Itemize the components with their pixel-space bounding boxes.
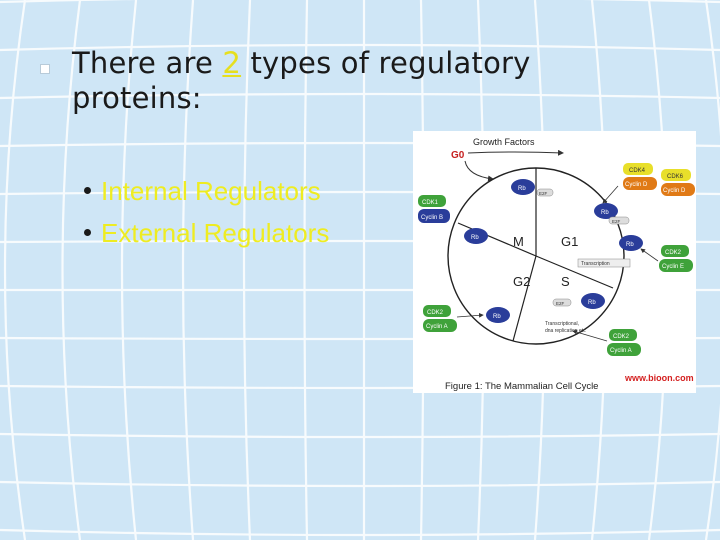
svg-text:Cyclin D: Cyclin D bbox=[663, 188, 686, 194]
arrow-icon bbox=[456, 312, 484, 318]
rb-protein-icon: Rb bbox=[464, 228, 488, 244]
growth-arrow-icon bbox=[467, 149, 564, 156]
svg-text:CDK2: CDK2 bbox=[665, 250, 682, 256]
bullet-external-regulators: External Regulators bbox=[84, 218, 329, 248]
watermark-text: www.bioon.com bbox=[624, 373, 694, 383]
svg-text:E2F: E2F bbox=[612, 219, 621, 224]
svg-text:Cyclin B: Cyclin B bbox=[421, 215, 443, 221]
svg-text:Cyclin D: Cyclin D bbox=[625, 182, 648, 188]
rb-protein-icon: Rb E2F bbox=[552, 293, 605, 309]
phase-g2-label: G2 bbox=[513, 274, 530, 289]
transcription-note-line2: dna replication etc bbox=[545, 328, 586, 334]
cycle-divider bbox=[535, 255, 614, 289]
rb-protein-icon: Rb E2F bbox=[511, 179, 554, 197]
svg-text:Cyclin E: Cyclin E bbox=[662, 264, 684, 270]
svg-text:E2F: E2F bbox=[539, 191, 548, 196]
cdk1-cyclin-b-complex: CDK1 Cyclin B bbox=[418, 195, 450, 223]
phase-g1-label: G1 bbox=[561, 234, 578, 249]
rb-protein-icon: Rb bbox=[486, 307, 510, 323]
svg-text:Rb: Rb bbox=[588, 300, 596, 306]
bullet-dot-icon bbox=[84, 228, 91, 236]
cell-cycle-diagram: Growth Factors G0 M G1 G2 S CDK1 Cyclin … bbox=[418, 137, 695, 392]
cell-cycle-figure: Growth Factors G0 M G1 G2 S CDK1 Cyclin … bbox=[413, 131, 696, 393]
svg-text:Transcription: Transcription bbox=[581, 261, 610, 267]
cdk6-cyclin-d-complex: CDK6 Cyclin D bbox=[661, 169, 695, 196]
arrow-icon bbox=[640, 248, 659, 262]
bullet-dot-icon bbox=[84, 186, 91, 194]
phase-s-label: S bbox=[561, 274, 570, 289]
cycle-divider bbox=[457, 222, 537, 257]
transcription-label: Transcription bbox=[577, 258, 631, 268]
phase-m-label: M bbox=[513, 234, 524, 249]
g0-label: G0 bbox=[451, 150, 465, 161]
svg-text:E2F: E2F bbox=[556, 301, 565, 306]
rb-protein-icon: Rb E2F bbox=[594, 203, 630, 225]
svg-text:CDK2: CDK2 bbox=[613, 334, 630, 340]
svg-text:Rb: Rb bbox=[518, 186, 526, 192]
arrow-icon bbox=[572, 329, 608, 342]
cdk2-cyclin-e-complex: CDK2 Cyclin E bbox=[659, 245, 693, 272]
bullet-label: External Regulators bbox=[101, 218, 330, 248]
svg-text:CDK2: CDK2 bbox=[427, 310, 444, 316]
title-text-part2: types of regulatory proteins: bbox=[72, 46, 531, 115]
slide-title: There are 2 types of regulatory proteins… bbox=[72, 46, 632, 116]
title-text-part1: There are bbox=[72, 46, 223, 80]
svg-text:CDK6: CDK6 bbox=[667, 174, 684, 180]
g0-return-arrow-icon bbox=[464, 160, 494, 182]
svg-text:Cyclin A: Cyclin A bbox=[610, 348, 632, 354]
cdk2-cyclin-a-complex-left: CDK2 Cyclin A bbox=[423, 305, 457, 332]
svg-text:Rb: Rb bbox=[471, 235, 479, 241]
bullet-label: Internal Regulators bbox=[101, 176, 321, 206]
transcription-note-line1: Transcriptional, bbox=[545, 321, 579, 327]
svg-text:Rb: Rb bbox=[493, 314, 501, 320]
arrow-icon bbox=[602, 185, 619, 204]
figure-caption: Figure 1: The Mammalian Cell Cycle bbox=[445, 381, 598, 392]
svg-text:CDK1: CDK1 bbox=[422, 200, 439, 206]
svg-text:Cyclin A: Cyclin A bbox=[426, 324, 448, 330]
svg-text:Rb: Rb bbox=[601, 210, 609, 216]
svg-text:Rb: Rb bbox=[626, 242, 634, 248]
growth-factors-label: Growth Factors bbox=[473, 137, 535, 147]
rb-protein-icon: Rb bbox=[619, 235, 643, 251]
cdk4-cyclin-d-complex: CDK4 Cyclin D bbox=[623, 163, 657, 190]
cdk2-cyclin-a-complex-right: CDK2 Cyclin A bbox=[607, 329, 641, 356]
cycle-divider bbox=[512, 255, 537, 342]
bullet-internal-regulators: Internal Regulators bbox=[84, 176, 321, 206]
svg-text:CDK4: CDK4 bbox=[629, 168, 646, 174]
title-bullet-square bbox=[40, 64, 50, 74]
title-number-highlight: 2 bbox=[222, 46, 242, 80]
